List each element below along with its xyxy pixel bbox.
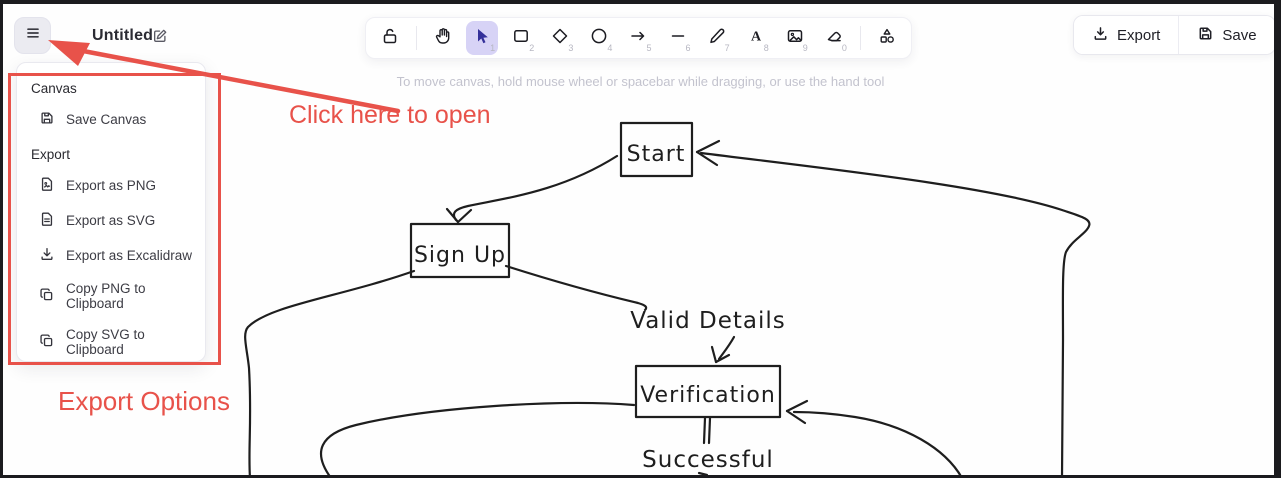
header-actions: Export Save [1073,15,1276,55]
rectangle-icon [511,26,531,51]
menu-item-export-svg[interactable]: Export as SVG [17,203,205,238]
line-tool-button[interactable]: 6 [661,21,693,55]
menu-item-label: Copy PNG to Clipboard [66,281,146,311]
annotation-click-here: Click here to open [289,101,491,129]
frame-edge [0,0,1281,4]
tool-shortcut: 3 [568,43,574,53]
flow-edge-signup-validdetails[interactable] [504,264,648,312]
copy-icon [39,287,55,306]
lock-tool-button[interactable] [374,21,406,55]
arrow-tool-button[interactable]: 5 [622,21,654,55]
selection-tool-button[interactable]: 1 [466,21,499,55]
hand-tool-button[interactable] [427,21,459,55]
save-button-label: Save [1222,26,1257,44]
toolbar-divider [859,26,861,50]
flow-edge-signup-left-loop[interactable] [244,269,416,478]
menu-item-copy-png[interactable]: Copy PNG to Clipboard [17,273,205,319]
svg-text:A: A [751,29,762,44]
menu-item-export-excalidraw[interactable]: Export as Excalidraw [17,238,205,273]
tool-shortcut: 6 [685,43,691,53]
menu-item-export-png[interactable]: Export as PNG [17,168,205,203]
shapes-tool-button[interactable] [871,21,903,55]
menu-item-label: Save Canvas [66,112,147,127]
edit-title-icon[interactable] [152,28,168,49]
menu-item-label: Export as Excalidraw [66,248,193,263]
arrow-icon [628,26,648,51]
image-icon [785,26,805,51]
tool-shortcut: 7 [724,43,730,53]
copy-icon [39,333,55,352]
save-icon [1197,25,1214,46]
button-divider [1178,16,1180,54]
pencil-icon [707,26,727,51]
flow-node-signup-label: Sign Up [414,243,506,268]
save-button[interactable]: Save [1179,16,1275,54]
hand-icon [433,26,453,51]
frame-edge [1274,0,1281,478]
flow-node-signup[interactable] [409,222,511,279]
annotation-highlight-rect [8,73,221,365]
menu-item-label: Export as PNG [66,178,157,193]
flow-edge-validdetails-verification[interactable] [710,335,736,364]
flow-edge-start-signup[interactable] [445,154,619,224]
lock-icon [380,26,400,51]
flow-edge-loop-verification-left[interactable] [320,401,636,478]
hamburger-icon [24,24,42,47]
file-icon [39,211,55,230]
eraser-tool-button[interactable]: 0 [818,21,850,55]
draw-tool-button[interactable]: 7 [701,21,733,55]
file-image-icon [39,176,55,195]
hamburger-menu-button[interactable] [14,17,51,54]
diamond-icon [550,26,570,51]
menu-item-save-canvas[interactable]: Save Canvas [17,102,205,137]
flow-edge-loop-verification-right[interactable] [785,399,964,478]
diamond-tool-button[interactable]: 3 [544,21,576,55]
tool-shortcut: 5 [646,43,652,53]
flow-node-verification-label: Verification [640,383,776,408]
flow-label-successful[interactable]: Successful [642,447,774,473]
flow-node-start-label: Start [627,142,686,167]
text-icon: A [746,26,766,51]
export-button-label: Export [1117,26,1161,44]
flow-label-valid-details[interactable]: Valid Details [630,308,785,334]
download-icon [39,246,55,265]
tool-shortcut: 8 [763,43,769,53]
frame-edge [0,0,3,478]
canvas-hint-text: To move canvas, hold mouse wheel or spac… [396,74,885,89]
line-icon [668,26,688,51]
download-icon [1092,25,1109,46]
text-tool-button[interactable]: A 8 [740,21,772,55]
tool-shortcut: 0 [841,43,847,53]
flow-edge-loop-start[interactable] [695,139,1091,478]
annotation-export-options: Export Options [58,386,230,416]
tool-shortcut: 4 [607,43,613,53]
ellipse-tool-button[interactable]: 4 [583,21,615,55]
flow-node-verification[interactable] [634,364,782,419]
toolbar-divider [416,26,418,50]
save-icon [39,110,55,129]
eraser-icon [824,26,844,51]
menu-item-copy-svg[interactable]: Copy SVG to Clipboard [17,319,205,365]
flow-node-start[interactable] [619,121,694,178]
selection-cursor-icon [472,26,492,51]
menu-item-label: Export as SVG [66,213,156,228]
shapes-icon [877,26,897,51]
menu-section-export: Export [31,147,71,162]
frame-edge [0,475,1281,478]
tool-shortcut: 1 [490,43,496,53]
export-button[interactable]: Export [1074,16,1179,54]
tool-palette: 1 2 3 4 [365,17,912,59]
menu-item-label: Copy SVG to Clipboard [66,327,145,357]
rectangle-tool-button[interactable]: 2 [505,21,537,55]
menu-section-canvas: Canvas [31,81,77,96]
image-tool-button[interactable]: 9 [779,21,811,55]
ellipse-icon [589,26,609,51]
tool-shortcut: 9 [802,43,808,53]
flow-edge-verification-successful[interactable] [697,416,712,477]
document-title[interactable]: Untitled [92,27,154,44]
tool-shortcut: 2 [529,43,535,53]
